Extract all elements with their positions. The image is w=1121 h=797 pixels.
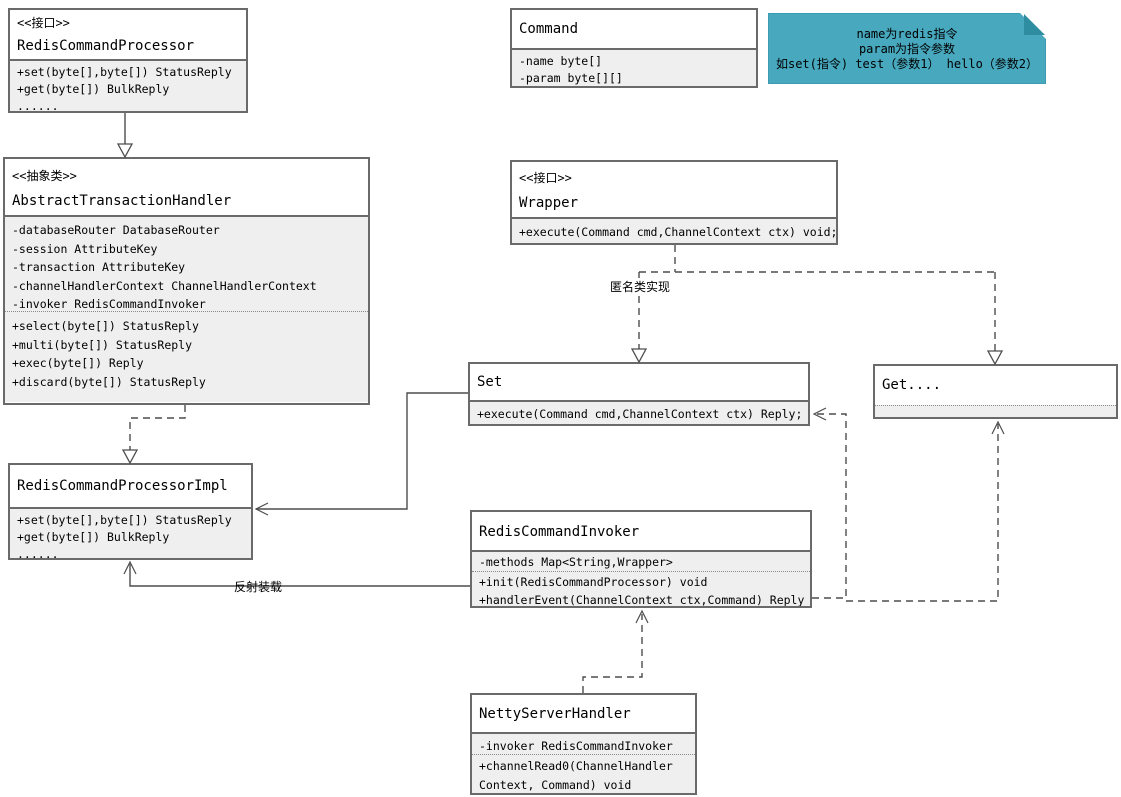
method-row: +get(byte[]) BulkReply [17, 530, 170, 544]
method-row: +handlerEvent(ChannelContext ctx,Command… [479, 592, 805, 607]
method-row: Context, Command) void [479, 778, 632, 792]
class-stereotype: <<接口>> [519, 171, 572, 185]
note-annotation[interactable]: name为redis指令 param为指令参数 如set(指令) test（参数… [768, 13, 1046, 84]
class-title: NettyServerHandler [479, 706, 631, 722]
open-arrow-icon [991, 420, 1005, 435]
open-arrow-icon [123, 560, 137, 575]
method-row: +get(byte[]) BulkReply [17, 82, 170, 96]
class-redis-command-processor-impl[interactable]: RedisCommandProcessorImpl +set(byte[],by… [8, 463, 253, 560]
method-row: +channelRead0(ChannelHandler [479, 759, 673, 773]
open-arrow-icon [254, 502, 269, 516]
class-wrapper[interactable]: <<接口>> Wrapper +execute(Command cmd,Chan… [510, 160, 838, 245]
hollow-triangle-icon [986, 350, 1004, 366]
class-set[interactable]: Set +execute(Command cmd,ChannelContext … [468, 362, 810, 426]
method-row: +set(byte[],byte[]) StatusReply [17, 513, 232, 527]
field-row: -channelHandlerContext ChannelHandlerCon… [12, 278, 317, 293]
field-row: -invoker RedisCommandInvoker [12, 297, 206, 311]
class-redis-command-processor[interactable]: <<接口>> RedisCommandProcessor +set(byte[]… [8, 8, 248, 113]
hollow-triangle-icon [121, 449, 139, 465]
method-row: ...... [17, 99, 59, 111]
class-command[interactable]: Command -name byte[] -param byte[][] [510, 8, 758, 88]
note-line: 如set(指令) test（参数1） hello（参数2） [775, 57, 1039, 71]
method-row: +init(RedisCommandProcessor) void [479, 575, 708, 589]
note-line: param为指令参数 [858, 42, 956, 56]
edge-set-to-impl [256, 392, 468, 510]
class-redis-command-invoker[interactable]: RedisCommandInvoker -methods Map<String,… [470, 510, 812, 608]
method-row: +discard(byte[]) StatusReply [12, 374, 206, 389]
class-stereotype: <<抽象类>> [12, 169, 77, 183]
field-row: -name byte[] [519, 54, 603, 68]
class-title: Command [519, 21, 579, 37]
note-line: name为redis指令 [856, 27, 958, 41]
field-row: -databaseRouter DatabaseRouter [12, 223, 220, 237]
class-title: RedisCommandProcessorImpl [17, 478, 228, 494]
edge-label-anonymous-impl: 匿名类实现 [608, 278, 673, 295]
class-title: Wrapper [519, 195, 579, 211]
method-row: +multi(byte[]) StatusReply [12, 337, 193, 352]
field-row: -transaction AttributeKey [12, 260, 186, 274]
edge-abstract-to-impl [129, 405, 186, 451]
method-row: +execute(Command cmd,ChannelContext ctx)… [477, 407, 803, 421]
class-title: RedisCommandProcessor [17, 38, 195, 54]
class-stereotype: <<接口>> [17, 16, 70, 30]
class-abstract-transaction-handler[interactable]: <<抽象类>> AbstractTransactionHandler -data… [3, 157, 370, 405]
hollow-triangle-icon [630, 348, 648, 364]
field-row: -invoker RedisCommandInvoker [479, 739, 673, 753]
edge-invoker-to-impl [129, 564, 470, 587]
method-row: ...... [17, 547, 59, 558]
field-row: -methods Map<String,Wrapper> [479, 555, 673, 569]
class-title: Get.... [882, 377, 942, 393]
open-arrow-icon [812, 407, 827, 421]
hollow-triangle-icon [116, 143, 134, 159]
edge-netty-to-invoker [582, 614, 643, 693]
method-row: +select(byte[]) StatusReply [12, 319, 199, 333]
field-row: -param byte[][] [519, 71, 623, 85]
class-title: Set [477, 374, 503, 390]
method-row: +execute(Command cmd,ChannelContext ctx)… [519, 225, 836, 239]
edge-invoker-to-set [812, 413, 847, 599]
edge-label-reflection-load: 反射装载 [234, 580, 283, 594]
method-row: +exec(byte[]) Reply [12, 356, 144, 370]
empty-compartment [875, 405, 1116, 417]
field-row: -session AttributeKey [12, 241, 158, 256]
open-arrow-icon [635, 609, 649, 624]
method-row: +set(byte[],byte[]) StatusReply [17, 65, 232, 79]
class-title: AbstractTransactionHandler [12, 193, 232, 209]
class-netty-server-handler[interactable]: NettyServerHandler -invoker RedisCommand… [470, 693, 697, 795]
note-fold-flap-icon [1024, 14, 1045, 35]
edge-invoker-to-get [846, 424, 999, 602]
class-get[interactable]: Get.... [873, 364, 1118, 419]
class-title: RedisCommandInvoker [479, 524, 640, 540]
